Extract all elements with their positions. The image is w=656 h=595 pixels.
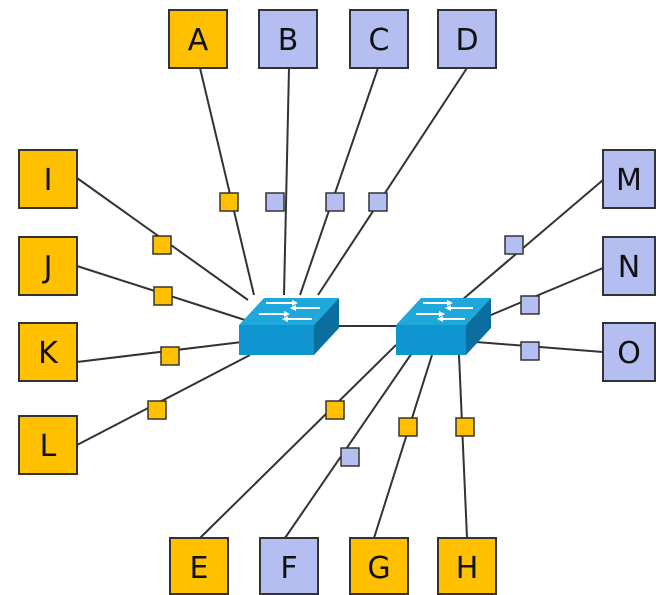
- link-l: [76, 354, 251, 446]
- node-box-h: [437, 537, 497, 595]
- node-m: M: [602, 149, 656, 209]
- link-k: [76, 341, 243, 363]
- port-a: [219, 192, 239, 212]
- node-label-k: K: [38, 336, 59, 371]
- link-a: [199, 67, 255, 296]
- link-n: [478, 267, 604, 321]
- node-box-g: [349, 537, 409, 595]
- node-label-l: L: [40, 429, 57, 464]
- node-label-d: D: [455, 23, 478, 58]
- node-label-g: G: [367, 551, 390, 586]
- node-box-a: [168, 9, 228, 69]
- node-box-b: [258, 9, 318, 69]
- port-k: [160, 346, 180, 366]
- port-g: [398, 417, 418, 437]
- switch-left-top: [239, 298, 339, 325]
- node-label-i: I: [44, 163, 53, 198]
- device-nodes: A B C D E F G H I J K L M N O: [18, 9, 656, 595]
- node-box-m: [602, 149, 656, 209]
- node-g: G: [349, 537, 409, 595]
- node-o: O: [602, 322, 656, 382]
- link-g: [373, 354, 433, 539]
- node-label-c: C: [369, 23, 390, 58]
- port-d: [368, 192, 388, 212]
- network-switch-icon-right: [396, 298, 491, 355]
- link-c: [299, 67, 379, 296]
- switch-right-front: [396, 325, 466, 355]
- node-i: I: [18, 149, 78, 209]
- node-box-i: [18, 149, 78, 209]
- node-box-o: [602, 322, 656, 382]
- switch-left-side: [314, 298, 339, 355]
- node-box-d: [437, 9, 497, 69]
- port-e: [325, 400, 345, 420]
- switch-right-arrows-icon: [416, 300, 473, 322]
- node-box-e: [169, 537, 229, 595]
- node-label-m: M: [616, 163, 642, 198]
- node-label-a: A: [188, 23, 209, 58]
- switch-left-arrows-icon: [259, 300, 320, 322]
- node-label-b: B: [278, 23, 299, 58]
- node-box-k: [18, 322, 78, 382]
- node-box-l: [18, 415, 78, 475]
- port-m: [504, 235, 524, 255]
- port-c: [325, 192, 345, 212]
- port-i: [152, 235, 172, 255]
- node-d: D: [437, 9, 497, 69]
- link-h: [458, 354, 468, 539]
- node-label-j: J: [42, 250, 53, 285]
- link-e: [199, 344, 397, 539]
- node-box-j: [18, 236, 78, 296]
- port-j: [153, 286, 173, 306]
- port-b: [265, 192, 285, 212]
- node-label-o: O: [617, 336, 641, 371]
- node-f: F: [259, 537, 319, 595]
- port-squares: [147, 192, 540, 467]
- switch-left-front: [239, 325, 314, 355]
- port-l: [147, 400, 167, 420]
- network-switch-icon-left: [239, 298, 339, 355]
- port-n: [520, 295, 540, 315]
- node-n: N: [602, 236, 656, 296]
- node-l: L: [18, 415, 78, 475]
- node-b: B: [258, 9, 318, 69]
- link-b: [283, 67, 290, 296]
- node-box-c: [349, 9, 409, 69]
- node-c: C: [349, 9, 409, 69]
- port-f: [340, 447, 360, 467]
- node-h: H: [437, 537, 497, 595]
- node-a: A: [168, 9, 228, 69]
- switch-right-top: [396, 298, 491, 325]
- node-label-n: N: [618, 250, 640, 285]
- node-j: J: [18, 236, 78, 296]
- link-d: [317, 67, 468, 296]
- node-e: E: [169, 537, 229, 595]
- link-f: [284, 349, 415, 539]
- node-box-n: [602, 236, 656, 296]
- node-k: K: [18, 322, 78, 382]
- node-label-f: F: [280, 551, 297, 586]
- port-h: [455, 417, 475, 437]
- node-box-f: [259, 537, 319, 595]
- node-label-e: E: [190, 551, 209, 586]
- node-label-h: H: [456, 551, 479, 586]
- port-o: [520, 341, 540, 361]
- switch-right-side: [466, 298, 491, 355]
- link-m: [461, 179, 604, 301]
